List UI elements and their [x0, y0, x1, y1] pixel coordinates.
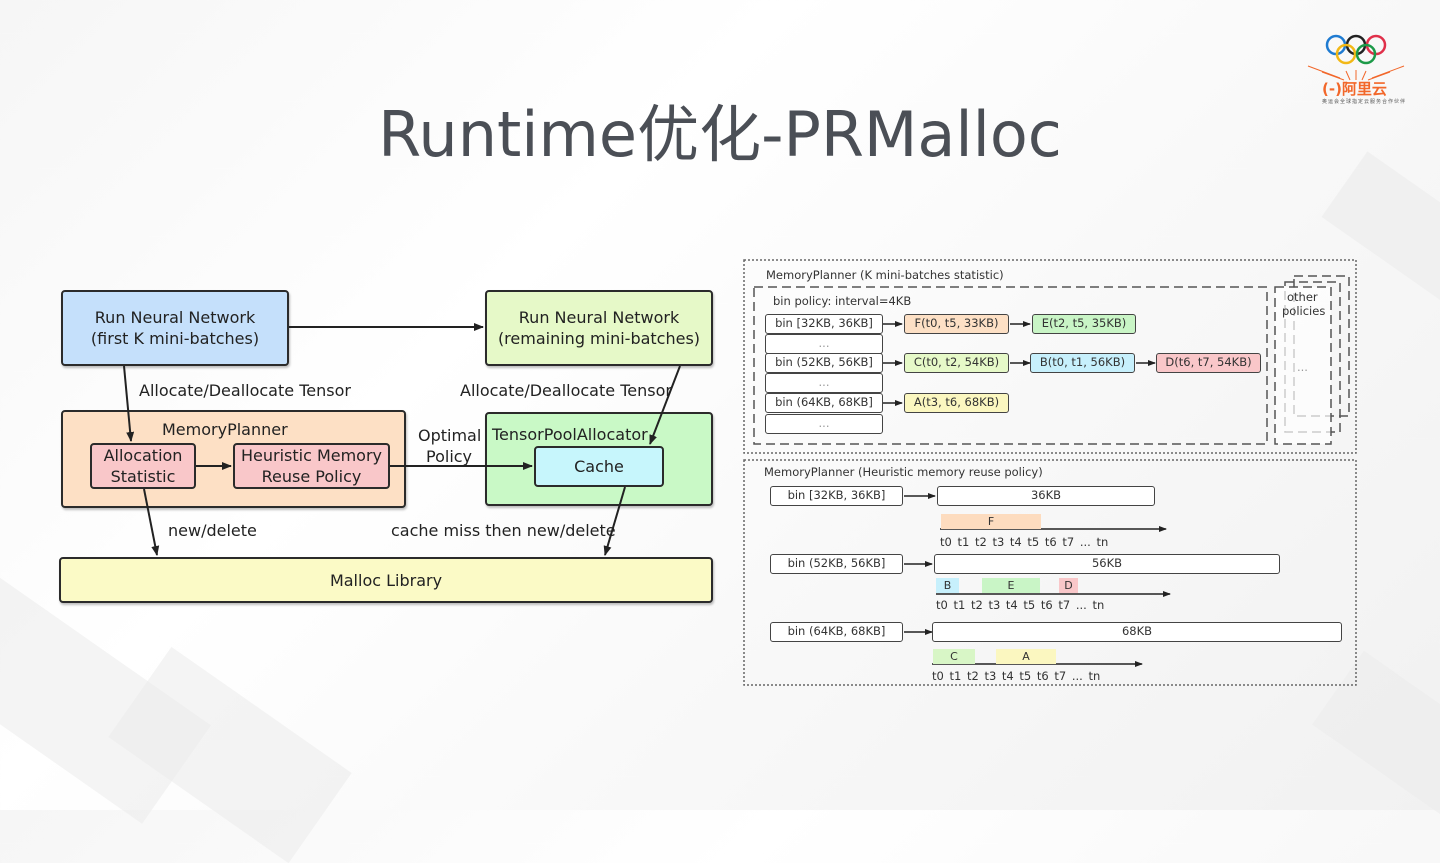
tensor-node-E: E(t2, t5, 35KB) — [1032, 314, 1136, 334]
lifetime-segment-B: B — [936, 578, 959, 593]
timeline-ticks: t0 t1 t2 t3 t4 t5 t6 t7 ... tn — [940, 535, 1109, 549]
heuristic-line1: Heuristic Memory — [240, 446, 383, 465]
heuristic-panel-title: MemoryPlanner (Heuristic memory reuse po… — [764, 465, 1043, 479]
run-remaining-line2: (remaining mini-batches) — [497, 329, 701, 348]
bin-ellipsis: ... — [765, 373, 883, 393]
tensor-node-C: C(t0, t2, 54KB) — [904, 353, 1009, 373]
other-policies-ellipsis: ... — [1297, 360, 1308, 374]
brand-logo-text: (-)阿里云 — [1322, 80, 1387, 98]
other-policies-label-1: other — [1287, 290, 1318, 304]
lifetime-segment-E: E — [982, 578, 1040, 593]
tensor-node-A: A(t3, t6, 68KB) — [904, 393, 1009, 413]
cache-label: Cache — [574, 457, 624, 476]
bin-52-56: bin (52KB, 56KB] — [765, 353, 883, 373]
cache-node: Cache — [534, 446, 664, 487]
edge-label-cache-miss: cache miss then new/delete — [391, 521, 616, 540]
run-first-k-node: Run Neural Network (first K mini-batches… — [61, 290, 289, 366]
optimal-policy-label-1: Optimal — [418, 426, 482, 445]
heuristic-line2: Reuse Policy — [261, 467, 362, 486]
run-first-k-line2: (first K mini-batches) — [90, 329, 260, 348]
optimal-policy-label-2: Policy — [426, 447, 473, 466]
memory-block-56KB: 56KB — [934, 554, 1280, 574]
heuristic-memory-reuse-node: Heuristic Memory Reuse Policy — [233, 443, 390, 489]
allocation-line1: Allocation — [103, 446, 183, 465]
heuristic-bin-32-36: bin [32KB, 36KB] — [770, 486, 903, 506]
tensor-node-B: B(t0, t1, 56KB) — [1030, 353, 1135, 373]
allocation-line2: Statistic — [110, 467, 176, 486]
tensor-pool-allocator-label: TensorPoolAllocator — [492, 425, 648, 444]
background-shape — [1312, 650, 1440, 840]
other-policies-label-2: policies — [1282, 304, 1326, 318]
malloc-library-label: Malloc Library — [329, 570, 443, 590]
background-shape — [1321, 151, 1440, 309]
lifetime-segment-A: A — [996, 649, 1056, 664]
tensor-node-F: F(t0, t5, 33KB) — [904, 314, 1009, 334]
heuristic-bin-52-56: bin (52KB, 56KB] — [770, 554, 903, 574]
bin-policy-label: bin policy: interval=4KB — [773, 294, 912, 308]
bin-ellipsis: ... — [765, 414, 883, 434]
edge-label-new-delete: new/delete — [168, 521, 257, 540]
bin-32-36: bin [32KB, 36KB] — [765, 314, 883, 334]
malloc-library-node: Malloc Library — [59, 557, 713, 603]
heuristic-bin-64-68: bin (64KB, 68KB] — [770, 622, 903, 642]
memory-block-36KB: 36KB — [937, 486, 1155, 506]
brand-logo-subtitle: 奥运会全球指定云服务合作伙伴 — [1322, 99, 1407, 105]
slide-title: Runtime优化-PRMalloc — [378, 98, 1062, 171]
memory-planner-label: MemoryPlanner — [162, 420, 288, 439]
run-remaining-node: Run Neural Network (remaining mini-batch… — [485, 290, 713, 366]
tensor-node-D: D(t6, t7, 54KB) — [1156, 353, 1261, 373]
allocation-statistic-node: Allocation Statistic — [90, 443, 196, 489]
edge-label-allocate-right: Allocate/Deallocate Tensor — [460, 381, 672, 400]
run-first-k-line1: Run Neural Network — [94, 308, 256, 327]
lifetime-segment-C: C — [933, 649, 975, 664]
timeline-ticks: t0 t1 t2 t3 t4 t5 t6 t7 ... tn — [936, 598, 1105, 612]
stat-panel-title: MemoryPlanner (K mini-batches statistic) — [766, 268, 1004, 282]
timeline-ticks: t0 t1 t2 t3 t4 t5 t6 t7 ... tn — [932, 669, 1101, 683]
bin-64-68: bin (64KB, 68KB] — [765, 393, 883, 413]
lifetime-segment-D: D — [1059, 578, 1078, 593]
edge-label-allocate-left: Allocate/Deallocate Tensor — [139, 381, 351, 400]
bin-ellipsis: ... — [765, 334, 883, 354]
lifetime-segment-F: F — [941, 514, 1041, 529]
memory-block-68KB: 68KB — [932, 622, 1342, 642]
olympic-rings-icon — [1307, 34, 1405, 81]
run-remaining-line1: Run Neural Network — [518, 308, 680, 327]
